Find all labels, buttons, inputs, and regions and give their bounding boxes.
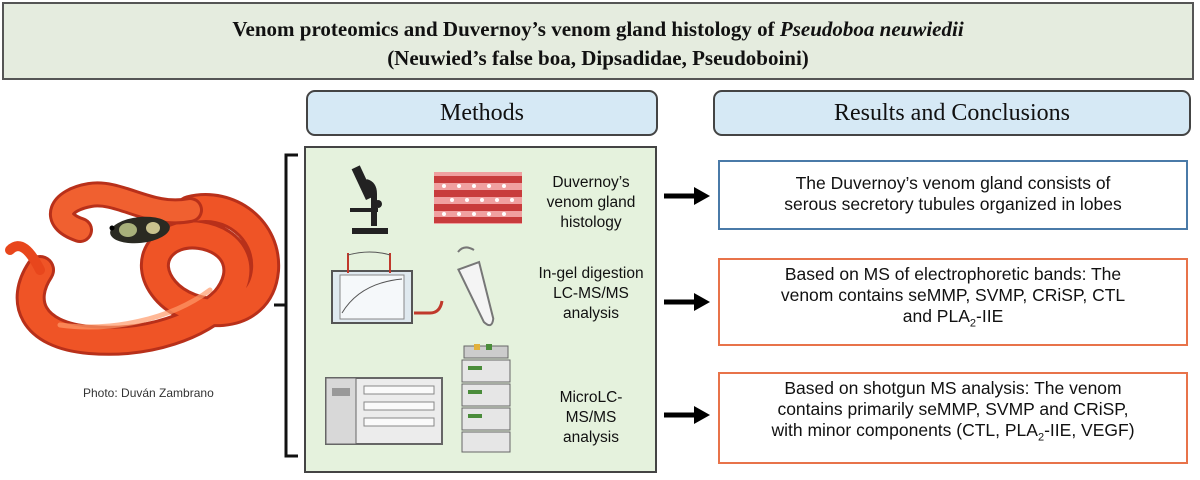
method-line: analysis — [563, 429, 619, 446]
result-histology: The Duvernoy’s venom gland consists of s… — [718, 160, 1188, 230]
title-prefix: Venom proteomics and Duvernoy’s venom gl… — [232, 17, 780, 41]
lc-stack-icon — [461, 344, 511, 453]
photo-credit: Photo: Duván Zambrano — [83, 386, 214, 400]
method-line: venom gland — [546, 194, 636, 211]
method-line: MicroLC- — [559, 389, 623, 406]
mass-spectrometer-icon — [325, 377, 443, 445]
microcentrifuge-tube-icon — [457, 246, 495, 327]
electrophoresis-tank-icon — [331, 251, 444, 324]
title-line-2: (Neuwied’s false boa, Dipsadidae, Pseudo… — [387, 46, 809, 70]
method-line: analysis — [563, 305, 619, 322]
arrow-histology — [664, 187, 710, 205]
arrow-ingel — [664, 293, 710, 311]
title-line-1: Venom proteomics and Duvernoy’s venom gl… — [4, 17, 1192, 42]
result-line: with minor components (CTL, PLA2-IIE, VE… — [771, 420, 1135, 444]
tissue-section-icon — [434, 172, 522, 224]
species-name: Pseudoboa neuwiedii — [779, 17, 964, 41]
result-line: Based on MS of electrophoretic bands: Th… — [784, 264, 1122, 284]
result-line: and PLA2-IIE — [902, 306, 1004, 330]
results-header: Results and Conclusions — [713, 90, 1191, 136]
method-line: Duvernoy’s — [552, 174, 630, 191]
method-line: LC-MS/MS — [553, 285, 629, 302]
grouping-bracket — [274, 153, 298, 458]
methods-panel: Duvernoy’s venom gland histology In-gel … — [304, 146, 657, 473]
result-line: serous secretory tubules organized in lo… — [784, 194, 1122, 214]
result-line: Based on shotgun MS analysis: The venom — [784, 378, 1122, 398]
result-line: contains primarily seMMP, SVMP and CRiSP… — [777, 399, 1129, 419]
result-line: venom contains seMMP, SVMP, CRiSP, CTL — [780, 285, 1126, 305]
method-line: MS/MS — [565, 409, 617, 426]
result-line: The Duvernoy’s venom gland consists of — [795, 173, 1111, 193]
result-shotgun: Based on shotgun MS analysis: The venom … — [718, 372, 1188, 464]
snake-photo — [5, 181, 281, 356]
method-line: In-gel digestion — [538, 265, 644, 282]
methods-header: Methods — [306, 90, 658, 136]
microscope-icon — [350, 165, 388, 234]
method-label-histology: Duvernoy’s venom gland histology — [516, 173, 666, 233]
method-label-microlc: MicroLC- MS/MS analysis — [516, 388, 666, 448]
arrow-microlc — [664, 406, 710, 424]
title-banner: Venom proteomics and Duvernoy’s venom gl… — [2, 2, 1194, 80]
method-label-ingel: In-gel digestion LC-MS/MS analysis — [516, 264, 666, 324]
result-ingel: Based on MS of electrophoretic bands: Th… — [718, 258, 1188, 346]
method-line: histology — [560, 214, 622, 231]
